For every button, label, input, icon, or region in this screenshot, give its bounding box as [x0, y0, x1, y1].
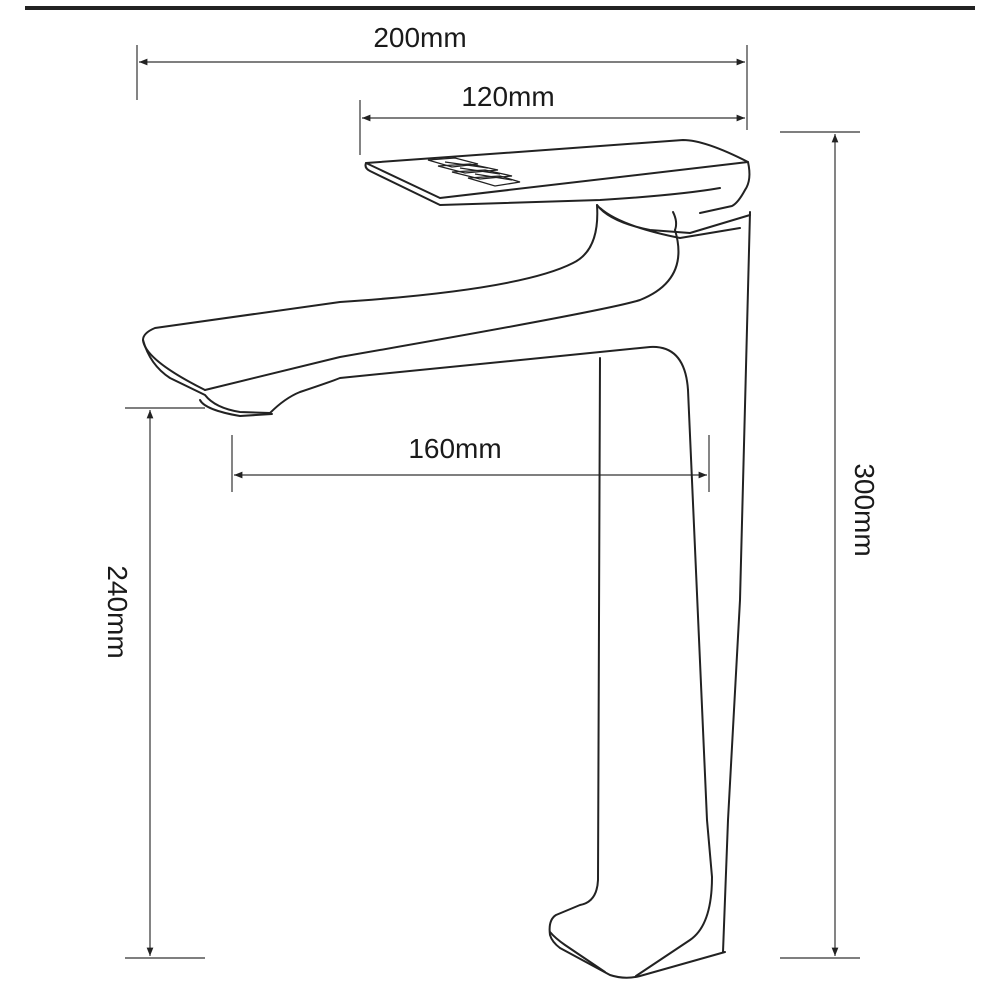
dimension-label-120mm: 120mm: [461, 81, 554, 112]
handle-base: [596, 204, 751, 239]
dimension-label-240mm: 240mm: [102, 565, 133, 658]
top-border-bar: [25, 6, 975, 10]
handle-grip-texture: [427, 157, 521, 187]
dimension-200mm: 200mm: [136, 22, 748, 130]
dimension-label-200mm: 200mm: [373, 22, 466, 53]
dimension-label-160mm: 160mm: [408, 433, 501, 464]
dimension-240mm: 240mm: [102, 407, 205, 959]
dimension-300mm: 300mm: [780, 131, 880, 959]
dimension-120mm: 120mm: [359, 81, 745, 155]
dimension-160mm: 160mm: [231, 433, 710, 492]
dimension-label-300mm: 300mm: [849, 463, 880, 556]
faucet-body: [548, 211, 751, 979]
faucet-drawing: [142, 139, 751, 979]
handle-lever: [364, 139, 751, 214]
spout: [142, 204, 689, 417]
